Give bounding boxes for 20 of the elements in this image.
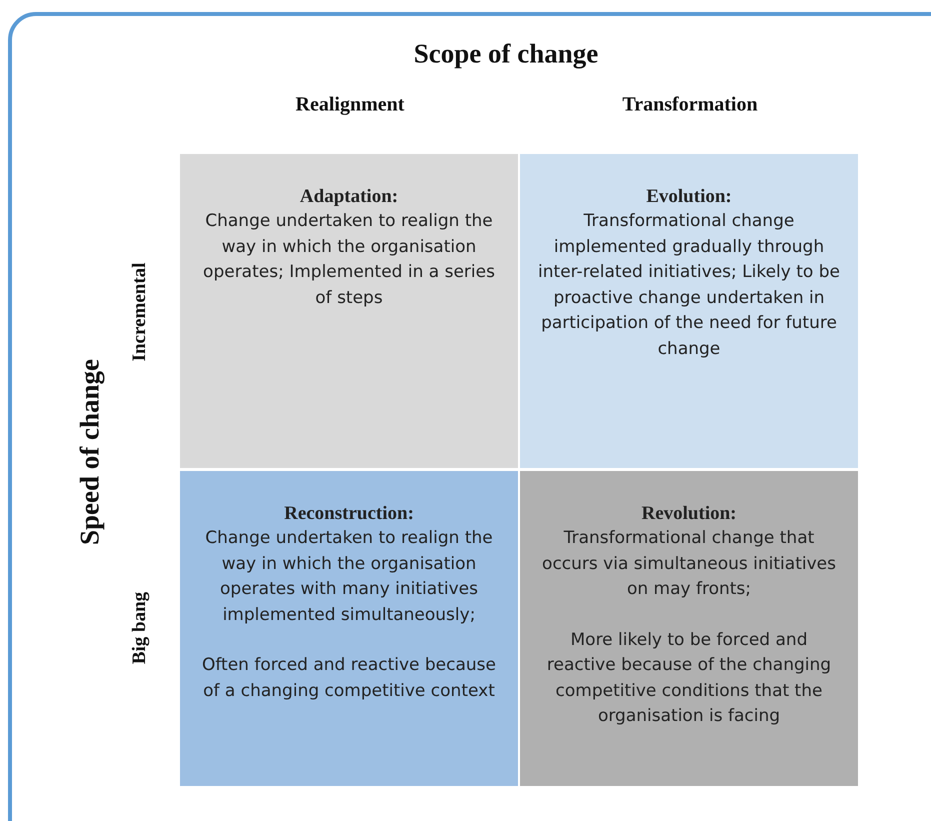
quadrant-description: Change undertaken to realign the way in which the organisation operates; Implemented in a series of steps [202, 210, 496, 310]
quadrant-heading: Reconstruction: [283, 502, 415, 526]
quadrant-heading: Adaptation: [298, 185, 400, 209]
row-heading: Incremental [129, 262, 151, 362]
quadrant-panel [520, 471, 858, 786]
axis-title: Scope of change [414, 38, 598, 70]
quadrant-panel [180, 471, 518, 786]
quadrant-panel [180, 154, 518, 468]
quadrant-heading: Evolution: [645, 185, 733, 209]
axis-title: Speed of change [74, 359, 106, 545]
quadrant-description: Often forced and reactive because of a changing competitive context [200, 654, 497, 702]
quadrant-panel [520, 154, 858, 468]
column-heading: Transformation [622, 94, 758, 116]
column-heading: Realignment [296, 94, 404, 116]
quadrant-description: Change undertaken to realign the way in which the organisation operates with many initiatives implemented simultaneously; [204, 527, 494, 626]
quadrant-heading: Revolution: [640, 502, 738, 526]
quadrant-description: Transformational change that occurs via simultaneous initiatives on may fronts; [541, 527, 837, 601]
quadrant-description: More likely to be forced and reactive because of the changing competitive conditions that the organisation is facing [546, 628, 832, 728]
quadrant-description: Transformational change implemented gradually through inter-related initiatives; Likely to be proactive change undertaken in participation of the need for future change [537, 210, 841, 360]
row-heading: Big bang [129, 592, 151, 664]
